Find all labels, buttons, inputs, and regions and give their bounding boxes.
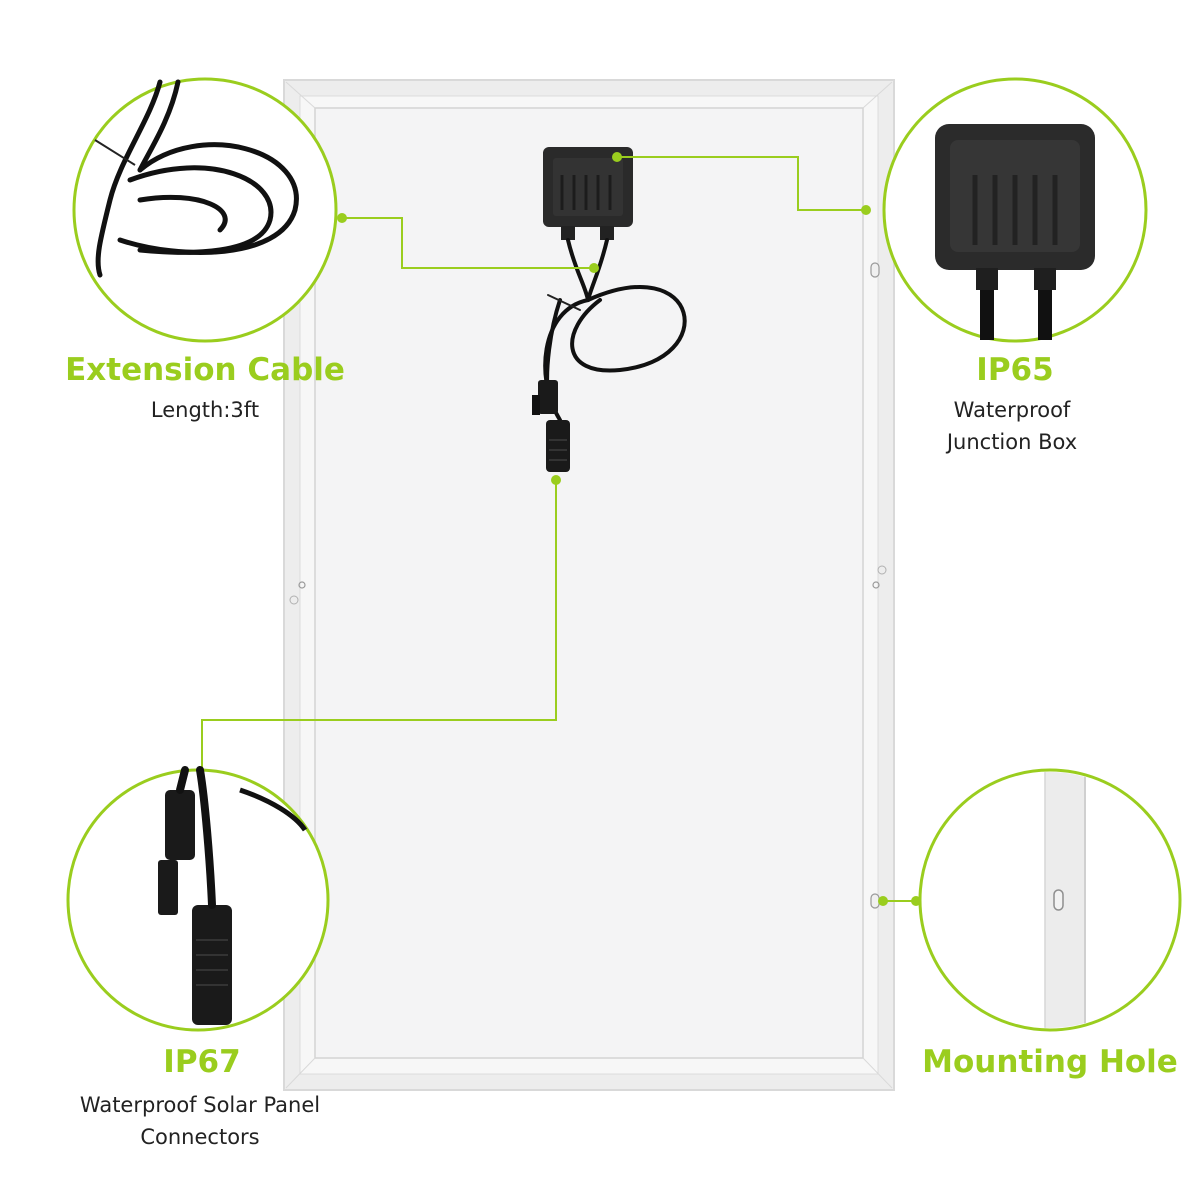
ip65-title: IP65 [976,352,1054,388]
ip67-desc-line-2: Connectors [140,1125,260,1149]
connector-icon [532,380,570,472]
extension-cable-desc: Length:3ft [55,394,355,426]
mounting-hole-bottom [870,893,880,909]
leader-dots [337,152,921,906]
callout-mounting-hole-circle [918,768,1182,1032]
leader-extension-cable [342,217,594,269]
extension-cable-title: Extension Cable [65,352,345,388]
ip65-desc: Waterproof Junction Box [862,394,1162,458]
junction-box-icon [543,147,633,240]
leader-ip67 [201,480,557,768]
ip67-title: IP67 [163,1044,241,1080]
drain-hole-left [298,581,306,589]
panel-back-sheet [314,107,864,1059]
ip67-desc: Waterproof Solar Panel Connectors [40,1089,360,1153]
ip65-desc-line-1: Waterproof [953,398,1071,422]
callout-ip65-circle [882,77,1148,343]
mounting-hole-top [870,262,880,278]
mounting-hole-title: Mounting Hole [922,1044,1178,1080]
leader-ip65 [617,156,866,211]
ground-symbol-right [877,565,887,575]
ground-symbol-left [289,595,299,605]
extension-cable-length: Length:3ft [150,398,260,422]
solar-panel [283,79,895,1091]
leader-lines [201,156,916,902]
ip67-desc-line-1: Waterproof Solar Panel [79,1093,321,1117]
callout-ip67-circle [66,766,330,1032]
drain-hole-right [872,581,880,589]
ip65-desc-line-2: Junction Box [946,430,1078,454]
callout-extension-cable-circle [72,77,338,343]
